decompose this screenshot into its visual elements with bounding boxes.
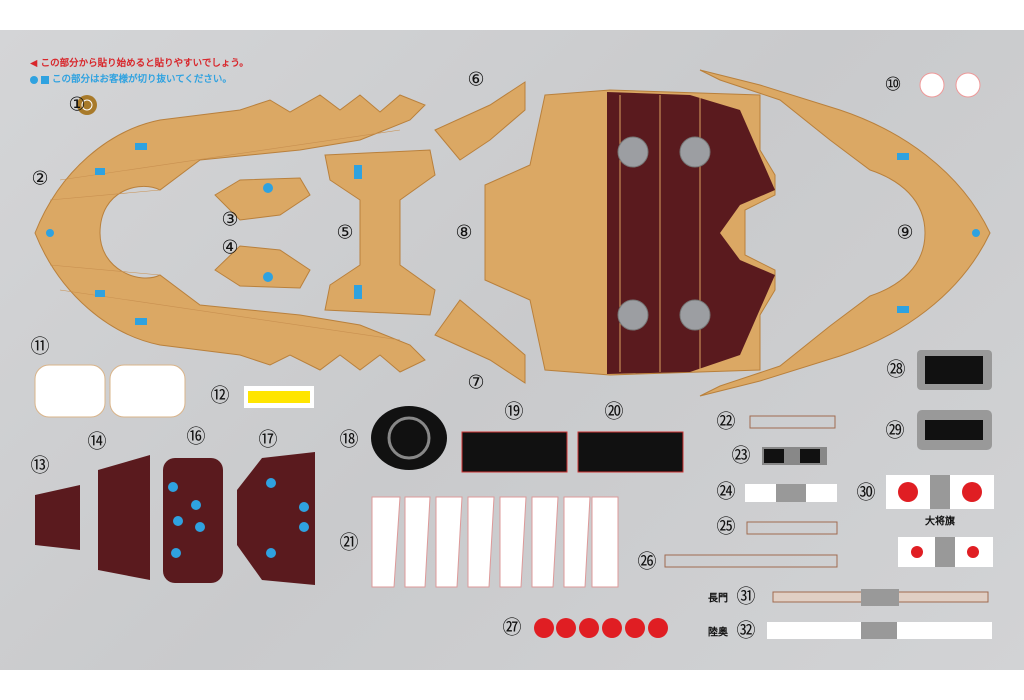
part-number: ㉗ <box>502 616 522 639</box>
nagato-label: 長門 <box>708 593 728 605</box>
part-number: ㉘ <box>886 358 906 381</box>
part-2-bow-deck <box>34 94 426 373</box>
blue-dot-icon <box>30 75 38 84</box>
admiral-flag-label: 大将旗 <box>925 516 955 528</box>
part-number: ㉑ <box>339 531 359 554</box>
part-number: ② <box>31 167 49 190</box>
part-number: ⑭ <box>87 430 107 453</box>
part-number: ③ <box>221 208 239 231</box>
part-number: ⑯ <box>186 425 206 448</box>
part-1-disc <box>77 95 97 115</box>
part-number: ㉛ <box>736 585 756 608</box>
part-number: ㉓ <box>731 444 751 467</box>
blue-square-icon <box>41 75 49 84</box>
part-number: ⑨ <box>896 221 914 244</box>
part-number: ⑦ <box>467 371 485 394</box>
note-start-here: ◀ この部分から貼り始めると貼りやすいでしょう。 <box>30 58 249 69</box>
note-cut-out: この部分はお客様が切り抜いてください。 <box>30 71 232 85</box>
part-number: ⑬ <box>30 454 50 477</box>
part-number: ㉚ <box>856 481 876 504</box>
part-number: ㉒ <box>716 410 736 433</box>
part-number: ㉙ <box>885 419 905 442</box>
part-number: ⑪ <box>30 335 50 358</box>
part-number: ⑧ <box>455 221 473 244</box>
part-number: ㉕ <box>716 515 736 538</box>
part-number: ① <box>68 93 86 116</box>
part-number: ⑩ <box>884 73 902 96</box>
part-number: ㉔ <box>716 480 736 503</box>
part-number: ⑲ <box>504 400 524 423</box>
part-number: ㉜ <box>736 619 756 642</box>
part-number: ⑳ <box>604 400 624 423</box>
part-number: ⑥ <box>467 68 485 91</box>
part-number: ⑰ <box>258 428 278 451</box>
part-number: ㉖ <box>637 550 657 573</box>
part-number: ⑱ <box>339 428 359 451</box>
part-number: ④ <box>221 236 239 259</box>
part-number: ⑫ <box>210 384 230 407</box>
part-number: ⑤ <box>336 221 354 244</box>
mutsu-label: 陸奥 <box>708 627 728 639</box>
note-cut-out-text: この部分はお客様が切り抜いてください。 <box>52 74 232 85</box>
part-8-turret-deck <box>607 92 775 374</box>
